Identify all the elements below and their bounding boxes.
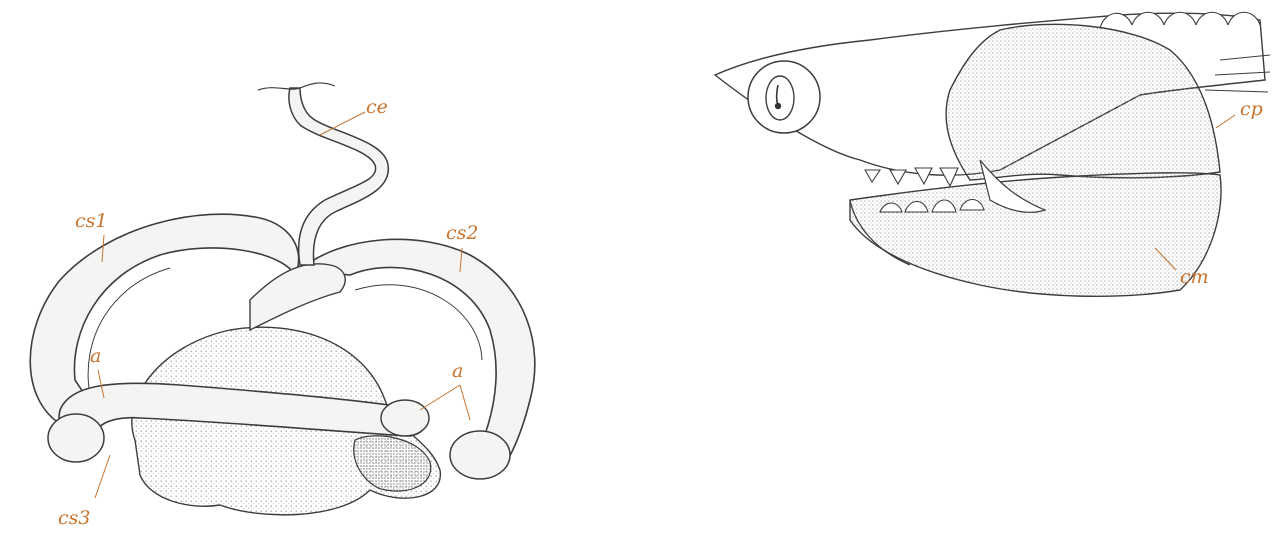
label-cm: cm <box>1180 266 1209 288</box>
label-cs2: cs2 <box>446 222 478 244</box>
eye <box>766 76 794 120</box>
label-ce: ce <box>366 96 388 118</box>
labyrinth-figure: ce cs1 cs2 a a cs3 <box>0 0 600 539</box>
skull-figure: cp cm <box>700 0 1273 330</box>
ampulla-left <box>48 414 104 462</box>
crus-commune <box>250 264 345 330</box>
eye-pupil <box>775 103 781 109</box>
ampulla-right-1 <box>381 400 429 436</box>
canal-cs2-inner <box>355 285 482 360</box>
label-cs1: cs1 <box>75 210 107 232</box>
label-cs3: cs3 <box>58 507 90 529</box>
label-a-left: a <box>90 345 101 367</box>
duct-tip <box>258 83 335 90</box>
muscle-cm <box>850 173 1221 296</box>
ampulla-right-2 <box>450 431 510 479</box>
labyrinth-illustration <box>0 0 600 539</box>
label-a-right: a <box>452 360 463 382</box>
label-cp: cp <box>1240 98 1263 120</box>
